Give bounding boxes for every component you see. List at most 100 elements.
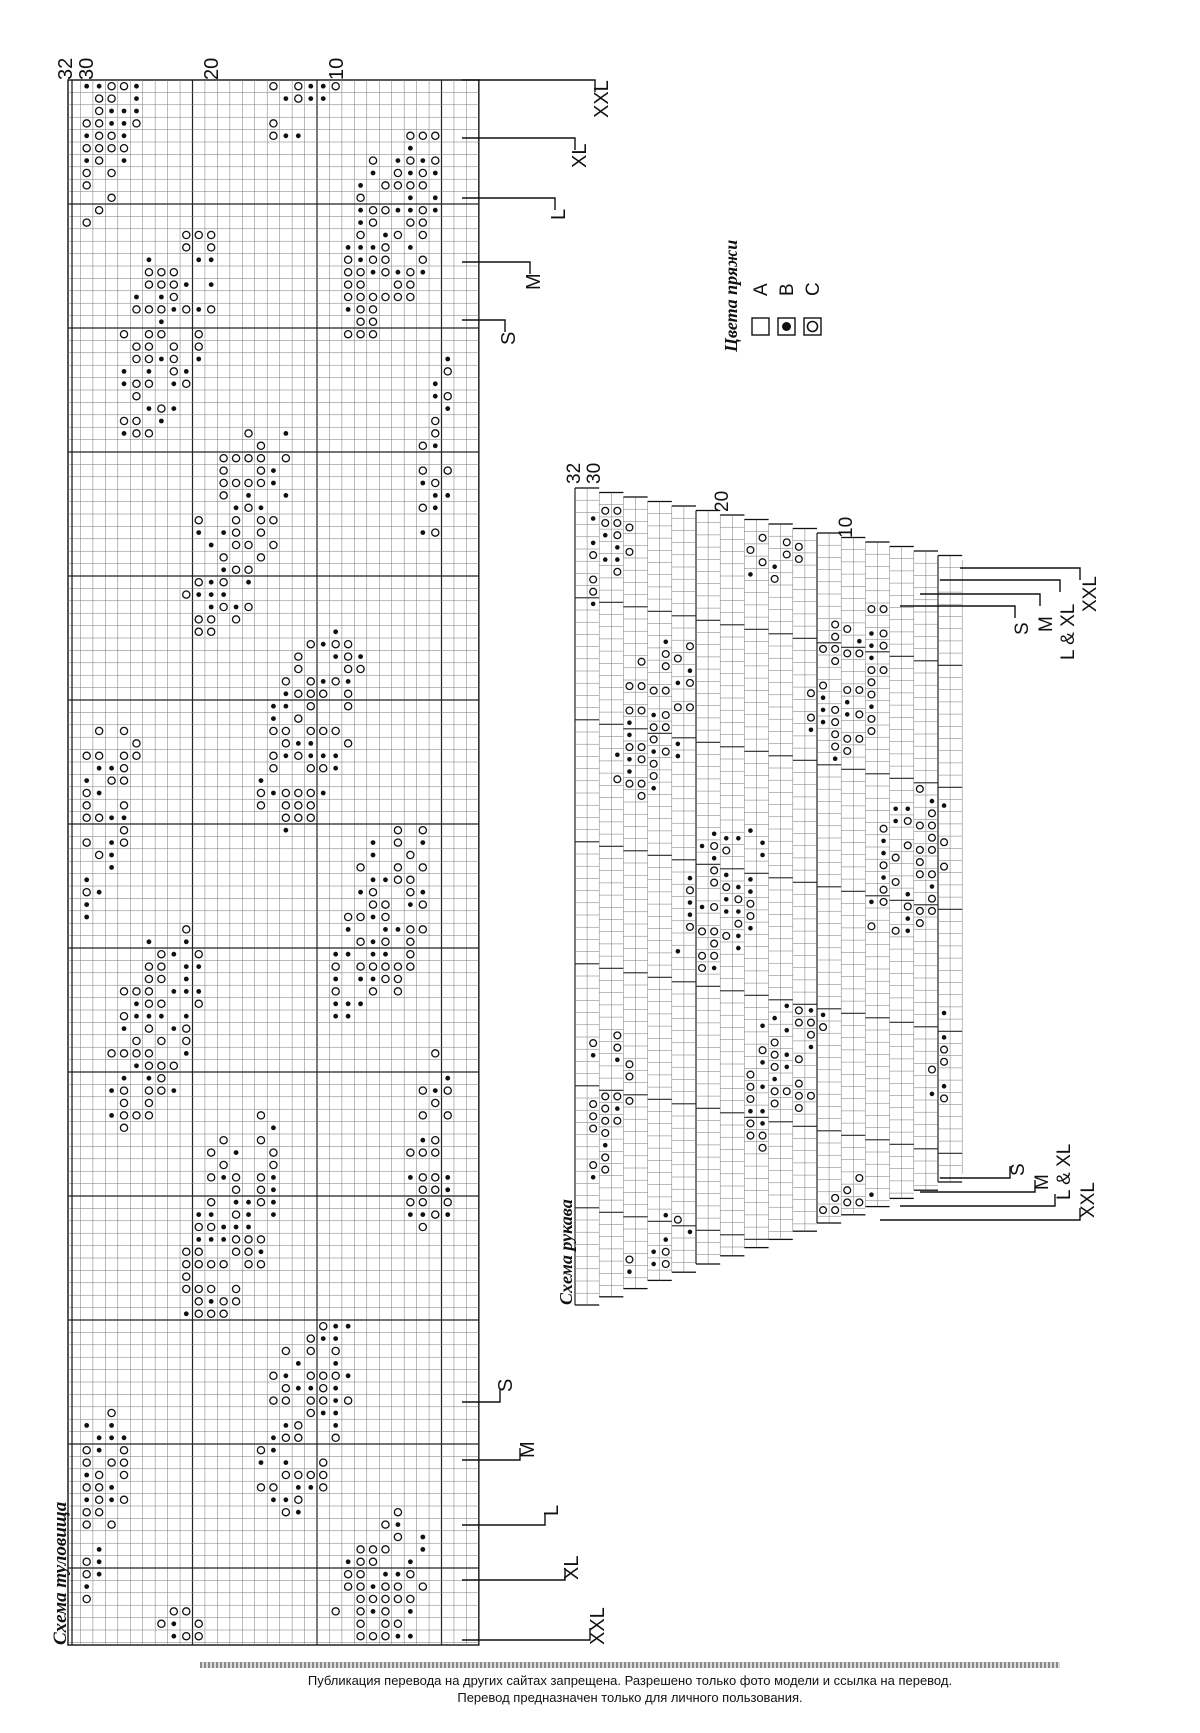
sleeve-motif-open-circle (661, 662, 670, 671)
footer-line-1: Публикация перевода на других сайтах зап… (307, 1673, 953, 1688)
body-motif-dot (407, 1175, 413, 1180)
body-motif-open-circle (431, 131, 440, 141)
body-motif-open-circle (82, 181, 91, 190)
body-motif-dot (84, 133, 90, 139)
body-motif-open-circle (356, 329, 365, 339)
sleeve-motif-open-circle (939, 862, 949, 871)
body-chart-motifs (82, 81, 452, 1641)
sleeve-motif-dot (760, 1108, 765, 1114)
body-motif-dot (345, 1559, 351, 1565)
body-motif-dot (295, 741, 301, 746)
sleeve-motif-dot (711, 831, 717, 837)
body-motif-dot (196, 964, 202, 969)
body-motif-open-circle (119, 776, 129, 785)
sleeve-motif-open-circle (927, 809, 936, 818)
body-motif-open-circle (194, 1619, 203, 1629)
sleeve-motif-open-circle (589, 551, 598, 560)
body-motif-open-circle (132, 119, 141, 128)
body-motif-dot (420, 1534, 426, 1540)
body-motif-dot (109, 815, 114, 821)
body-motif-dot (271, 1175, 276, 1180)
body-motif-open-circle (418, 181, 428, 190)
sleeve-motif-open-circle (867, 727, 876, 736)
body-motif-open-circle (318, 1470, 328, 1480)
body-motif-open-circle (119, 763, 129, 773)
body-motif-open-circle (318, 1383, 328, 1393)
body-motif-open-circle (281, 739, 291, 748)
sleeve-motif-open-circle (782, 550, 791, 559)
body-motif-open-circle (393, 280, 403, 289)
body-motif-open-circle (356, 912, 365, 922)
sleeve-motif-open-circle (625, 1096, 634, 1105)
body-motif-dot (445, 1187, 451, 1193)
body-motif-open-circle (393, 875, 403, 885)
body-motif-dot (109, 1485, 114, 1490)
sleeve-motif-open-circle (879, 641, 888, 650)
body-motif-open-circle (107, 131, 116, 141)
body-motif-open-circle (368, 255, 378, 265)
body-motif-dot (196, 989, 202, 994)
sleeve-motif-dot (651, 749, 656, 754)
body-motif-open-circle (94, 850, 104, 860)
body-motif-dot (308, 1485, 314, 1490)
sleeve-motif-open-circle (879, 629, 888, 638)
sleeve-motif-open-circle (601, 1165, 610, 1174)
body-motif-open-circle (94, 1495, 104, 1505)
body-motif-open-circle (418, 1111, 428, 1120)
body-motif-dot (370, 170, 376, 176)
sleeve-motif-open-circle (831, 1206, 840, 1215)
body-motif-open-circle (256, 515, 266, 525)
body-motif-dot (445, 493, 451, 498)
body-motif-dot (283, 1373, 289, 1379)
sleeve-motif-open-circle (589, 1124, 598, 1133)
body-motif-dot (121, 121, 127, 126)
body-motif-dot (134, 1001, 139, 1007)
body-motif-dot (84, 778, 90, 783)
body-motif-dot (370, 245, 376, 250)
body-motif-dot (121, 815, 127, 821)
sleeve-motif-open-circle (915, 821, 924, 830)
body-motif-dot (432, 195, 438, 201)
sleeve-motif-open-circle (661, 1247, 670, 1256)
body-motif-dot (96, 1435, 102, 1441)
body-motif-open-circle (256, 1197, 266, 1207)
body-motif-open-circle (144, 1098, 154, 1108)
sleeve-motif-dot (675, 753, 681, 759)
body-motif-open-circle (144, 1086, 154, 1095)
body-motif-open-circle (119, 1445, 129, 1455)
body-motif-dot (271, 1447, 276, 1453)
sleeve-motif-open-circle (625, 706, 634, 715)
body-motif-dot (221, 567, 227, 573)
body-motif-dot (333, 976, 339, 982)
body-motif-dot (271, 468, 276, 473)
sleeve-motif-open-circle (915, 919, 924, 928)
sleeve-motif-dot (760, 1060, 765, 1065)
body-motif-dot (233, 604, 239, 610)
sleeve-col-20: 20 (712, 491, 733, 512)
body-motif-dot (171, 307, 177, 312)
body-motif-open-circle (331, 1433, 340, 1443)
body-motif-open-circle (418, 825, 428, 835)
body-motif-dot (271, 1187, 276, 1193)
sleeve-motif-open-circle (758, 1143, 767, 1152)
body-motif-open-circle (132, 305, 141, 314)
body-motif-dot (246, 493, 251, 498)
body-motif-dot (395, 207, 401, 213)
body-motif-open-circle (119, 81, 129, 91)
body-motif-open-circle (418, 218, 428, 227)
sleeve-motif-open-circle (879, 885, 888, 894)
body-motif-dot (258, 505, 264, 511)
sleeve-motif-open-circle (697, 951, 707, 960)
sleeve-motif-open-circle (734, 919, 743, 928)
body-motif-open-circle (281, 1396, 291, 1405)
sleeve-motif-open-circle (589, 587, 598, 596)
body-motif-open-circle (182, 1631, 191, 1641)
sleeve-motif-dot (941, 1035, 947, 1040)
body-motif-open-circle (144, 429, 154, 438)
body-motif-open-circle (418, 1185, 428, 1195)
sleeve-motif-open-circle (831, 742, 840, 751)
body-motif-open-circle (431, 1185, 440, 1195)
sleeve-motif-dot (893, 806, 898, 812)
body-motif-open-circle (368, 292, 378, 302)
body-motif-dot (283, 1460, 289, 1465)
